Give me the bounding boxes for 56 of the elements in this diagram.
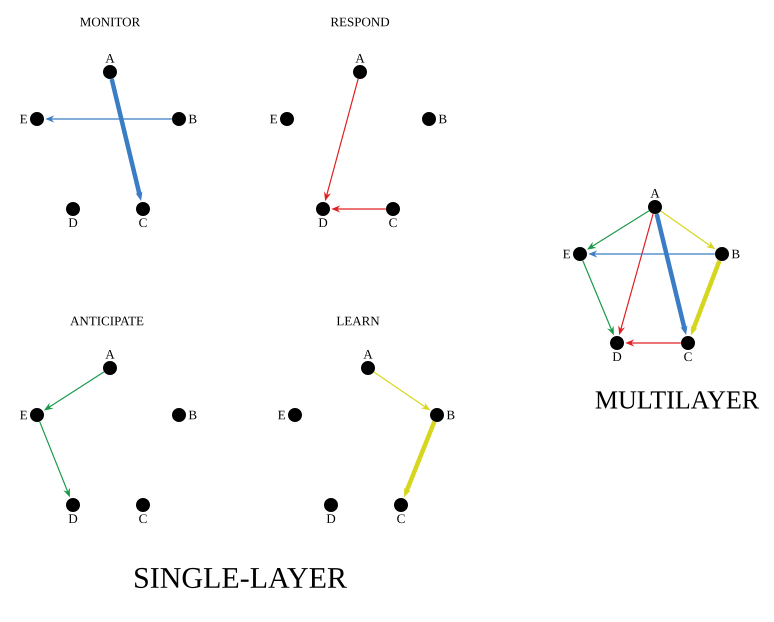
node-label: A [355,54,365,63]
network-node: C [394,498,408,524]
node-label: C [397,514,405,524]
panel-title: MULTILAYER [596,391,760,409]
network-node: E [20,112,44,126]
node-label: E [278,410,285,420]
network-node: D [610,336,624,361]
node-label: C [684,352,692,362]
node-label: D [68,218,78,227]
node-label: A [105,350,115,359]
network-node: A [103,54,117,79]
node-label: D [318,218,328,227]
node-label: D [326,514,336,523]
node-label: A [650,189,660,198]
network-node: D [66,498,80,523]
network-node: E [278,408,302,422]
network-node: E [20,408,44,422]
network-node: A [648,189,662,214]
network-node: B [422,112,446,126]
network-node: B [172,408,196,422]
node-label: B [438,114,446,124]
network-node: B [715,247,740,261]
network-node: A [361,350,375,375]
network-node: A [353,54,367,79]
panel-title: ANTICIPATE [70,316,144,326]
node-label: B [732,250,740,258]
node-label: C [139,218,147,228]
network-node: C [136,498,150,524]
network-node: D [316,202,330,227]
network-node: A [103,350,117,375]
network-node: B [430,408,454,422]
panel-title: RESPOND [330,18,390,26]
node-label: B [188,410,196,420]
panel-title: MONITOR [80,18,140,26]
node-label: E [270,114,277,124]
panel-title: LEARN [336,316,380,326]
network-node: B [172,112,196,126]
network-node: D [324,498,338,523]
node-label: A [363,350,373,359]
panel-title: SINGLE-LAYER [135,568,347,588]
node-label: D [612,352,622,361]
node-label: B [446,410,454,420]
network-node: C [386,202,400,228]
node-label: E [20,410,27,420]
network-node: C [136,202,150,228]
network-node: E [563,247,587,261]
network-node: E [270,112,294,126]
node-label: E [20,114,27,124]
node-label: D [68,514,78,523]
network-node: C [681,336,695,362]
node-label: C [139,514,147,524]
node-label: C [389,218,397,228]
node-label: E [563,250,570,258]
node-label: A [105,54,115,63]
network-node: D [66,202,80,227]
node-label: B [188,114,196,124]
